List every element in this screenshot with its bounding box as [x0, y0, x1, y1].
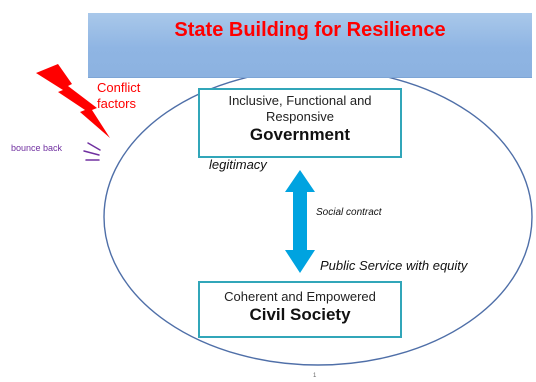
- social-contract-label: Social contract: [316, 207, 382, 218]
- government-descriptor-line1: Inclusive, Functional and: [228, 93, 372, 108]
- social-contract-arrow: [285, 170, 315, 273]
- government-name: Government: [249, 125, 351, 144]
- bounce-back-marks: [83, 142, 101, 161]
- government-descriptor-line2: Responsive: [266, 109, 334, 124]
- civil-society-name: Civil Society: [249, 305, 351, 324]
- legitimacy-label: legitimacy: [209, 157, 267, 172]
- page-number: 1: [313, 373, 317, 379]
- page-title: State Building for Resilience: [174, 19, 446, 41]
- title-banner: State Building for Resilience: [88, 13, 532, 78]
- civil-society-descriptor: Coherent and Empowered: [224, 289, 376, 304]
- conflict-factors-label: Conflict factors: [97, 80, 141, 111]
- public-service-label: Public Service with equity: [320, 258, 468, 273]
- lightning-bolt-icon: [36, 64, 110, 138]
- government-box: Inclusive, Functional and Responsive Gov…: [198, 88, 402, 158]
- bounce-back-label: bounce back: [11, 143, 63, 153]
- civil-society-box: Coherent and Empowered Civil Society: [198, 281, 402, 338]
